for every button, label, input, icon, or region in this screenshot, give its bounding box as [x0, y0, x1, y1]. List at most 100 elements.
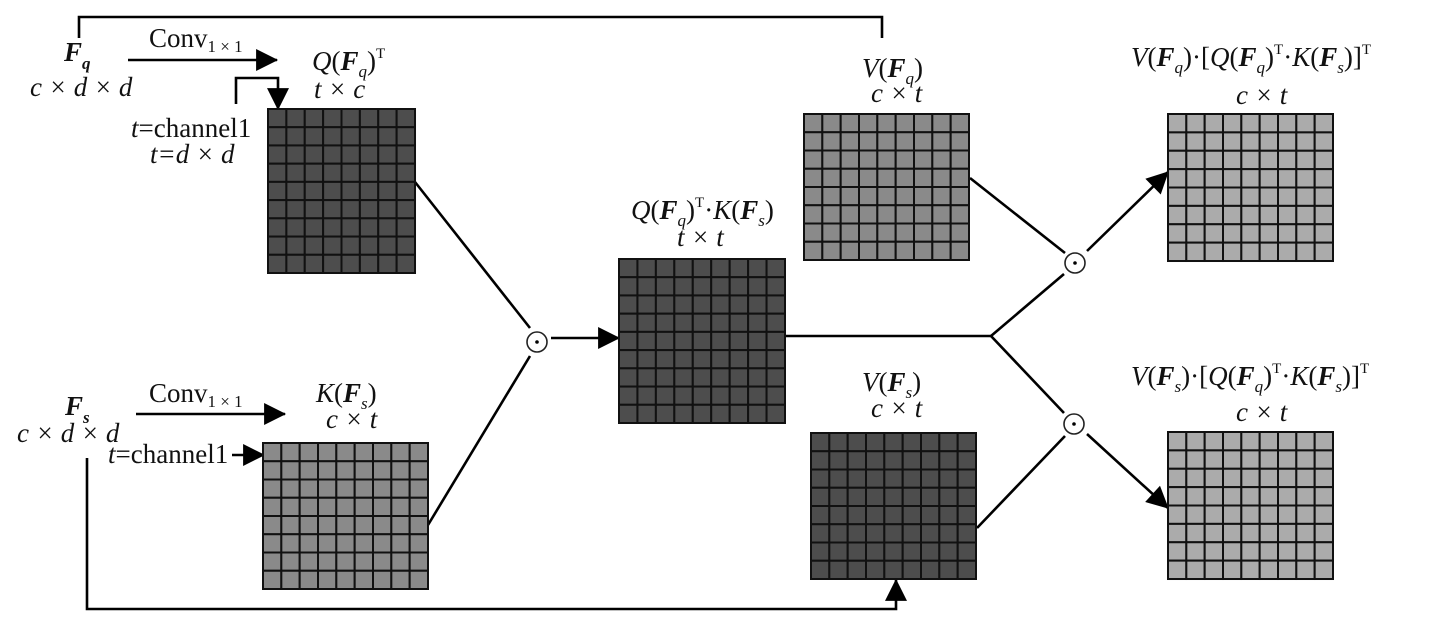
matrix-cell	[883, 541, 904, 562]
matrix-cell	[1185, 204, 1206, 226]
matrix-cell	[654, 276, 676, 297]
matrix-cell	[691, 367, 713, 388]
matrix-cell	[358, 199, 380, 220]
matrix-cell	[262, 496, 283, 517]
matrix-cell	[377, 180, 398, 202]
matrix-cell	[876, 222, 897, 243]
matrix-cell	[618, 276, 639, 297]
matrix-cell	[858, 186, 879, 207]
matrix-cell	[618, 403, 639, 424]
matrix-cell	[267, 235, 288, 256]
matrix-cell	[636, 276, 657, 297]
s-conv-label: Conv1 × 1	[149, 378, 243, 411]
matrix-q	[267, 108, 417, 274]
matrix-cell	[317, 515, 338, 536]
matrix-cell	[938, 486, 959, 507]
matrix-cell	[956, 468, 977, 489]
matrix-cell	[280, 478, 301, 499]
matrix-cell	[691, 294, 713, 315]
matrix-cell	[322, 180, 343, 202]
matrix-cell	[353, 551, 375, 572]
matrix-cell	[956, 505, 977, 526]
matrix-cell	[317, 551, 338, 572]
matrix-cell	[1185, 149, 1206, 171]
matrix-cell	[931, 240, 952, 261]
matrix-cell	[858, 113, 879, 134]
matrix-cell	[303, 144, 325, 165]
matrix-cell	[408, 569, 430, 590]
matrix-cell	[618, 330, 639, 352]
svg-text:c × t: c × t	[1236, 397, 1289, 427]
odot-operator-lower	[1063, 413, 1085, 435]
matrix-cell	[821, 240, 842, 261]
matrix-cell	[691, 258, 713, 279]
matrix-cell	[1277, 186, 1298, 207]
matrix-cell	[710, 276, 731, 297]
matrix-cell	[636, 312, 657, 333]
matrix-cell	[865, 432, 886, 453]
matrix-cell	[913, 204, 934, 225]
matrix-cell	[803, 167, 824, 188]
matrix-cell	[395, 162, 417, 183]
svg-text:V(Fs)·[Q(Fq)T·K(Fs)]T: V(Fs)·[Q(Fq)T·K(Fs)]T	[1131, 361, 1369, 396]
matrix-cell	[395, 235, 417, 256]
matrix-cell	[390, 442, 411, 463]
matrix-cell	[395, 108, 417, 129]
matrix-cell	[303, 253, 325, 274]
matrix-cell	[803, 131, 824, 152]
matrix-cell	[654, 385, 676, 406]
matrix-cell	[956, 523, 977, 544]
matrix-cell	[1313, 223, 1335, 244]
matrix-cell	[1240, 431, 1261, 452]
matrix-cell	[913, 131, 934, 152]
matrix-cell	[395, 199, 417, 220]
matrix-cell	[949, 186, 970, 207]
matrix-cell	[673, 385, 694, 406]
matrix-cell	[949, 240, 970, 261]
matrix-cell	[920, 559, 941, 580]
matrix-cell	[377, 162, 398, 183]
matrix-cell	[322, 199, 343, 220]
matrix-cell	[858, 167, 879, 188]
matrix-cell	[839, 240, 860, 261]
matrix-cell	[691, 385, 713, 406]
matrix-cell	[1258, 504, 1280, 525]
matrix-cell	[1167, 113, 1188, 134]
matrix-cell	[636, 349, 657, 370]
matrix-cell	[408, 551, 430, 572]
matrix-cell	[728, 385, 750, 406]
matrix-cell	[1203, 149, 1225, 171]
odot-operator-left	[526, 331, 548, 353]
matrix-cell	[618, 349, 639, 370]
matrix-cell	[747, 385, 768, 406]
matrix-cell	[1313, 131, 1335, 152]
matrix-cell	[317, 442, 338, 463]
matrix-cell	[372, 551, 393, 572]
matrix-cell	[1258, 241, 1280, 263]
matrix-cell	[810, 559, 831, 580]
matrix-cell	[654, 258, 676, 279]
matrix-cell	[618, 367, 639, 388]
matrix-cell	[931, 204, 952, 225]
matrix-cell	[280, 515, 301, 536]
matrix-cell	[839, 149, 860, 170]
matrix-cell	[408, 460, 430, 481]
matrix-cell	[1222, 113, 1243, 134]
matrix-cell	[747, 312, 768, 333]
matrix-cell	[810, 450, 831, 471]
matrix-cell	[913, 240, 934, 261]
matrix-cell	[618, 312, 639, 333]
matrix-cell	[317, 533, 338, 554]
matrix-cell	[317, 496, 338, 517]
matrix-cell	[1240, 131, 1261, 152]
matrix-cell	[938, 468, 959, 489]
matrix-cell	[654, 403, 676, 424]
matrix-cell	[938, 505, 959, 526]
matrix-cell	[1258, 449, 1280, 470]
matrix-cell	[654, 330, 676, 352]
matrix-cell	[894, 186, 915, 207]
matrix-cell	[1313, 504, 1335, 525]
matrix-cell	[865, 523, 886, 544]
matrix-cell	[821, 186, 842, 207]
matrix-cell	[377, 144, 398, 165]
